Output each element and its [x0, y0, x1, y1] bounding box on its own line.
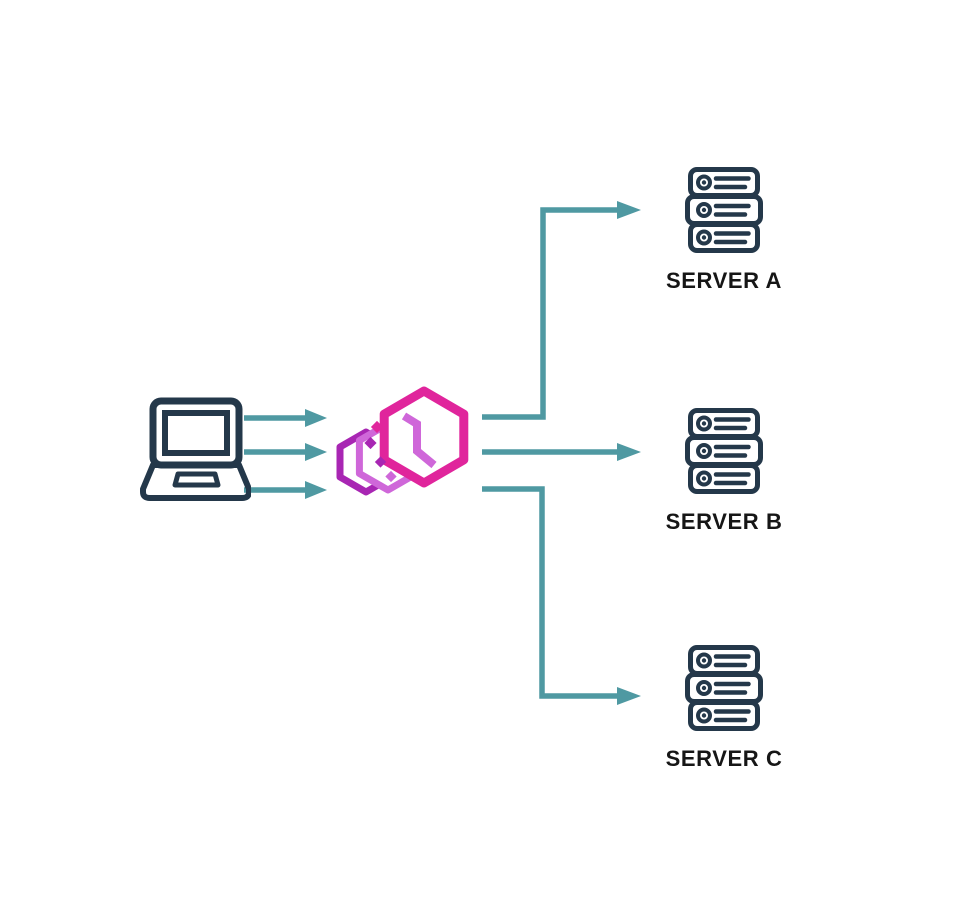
- server-b: SERVER B: [654, 408, 794, 535]
- server-a: SERVER A: [654, 167, 794, 294]
- server-c: SERVER C: [654, 645, 794, 772]
- fragment-diamond: [364, 436, 377, 450]
- laptop-icon: [140, 397, 251, 501]
- server-label: SERVER C: [665, 746, 783, 771]
- hexagon-front: [379, 386, 469, 488]
- arrow-lb-to-server-a: [482, 201, 641, 420]
- server-label: SERVER B: [665, 509, 783, 534]
- server-label: SERVER A: [665, 268, 783, 293]
- arrow-lb-to-server-c: [482, 486, 641, 705]
- arrow-client-to-lb-3: [244, 481, 327, 499]
- server-rack-icon: [685, 645, 763, 731]
- load-balancer-logo: [336, 386, 469, 496]
- arrow-client-to-lb-2: [244, 443, 327, 461]
- server-rack-icon: [685, 167, 763, 253]
- arrow-lb-to-server-b: [482, 443, 641, 461]
- fragment-diamond: [370, 420, 384, 434]
- cube-inner-edge: [401, 412, 437, 469]
- arrow-client-to-lb-1: [244, 409, 327, 427]
- server-rack-icon: [685, 408, 763, 494]
